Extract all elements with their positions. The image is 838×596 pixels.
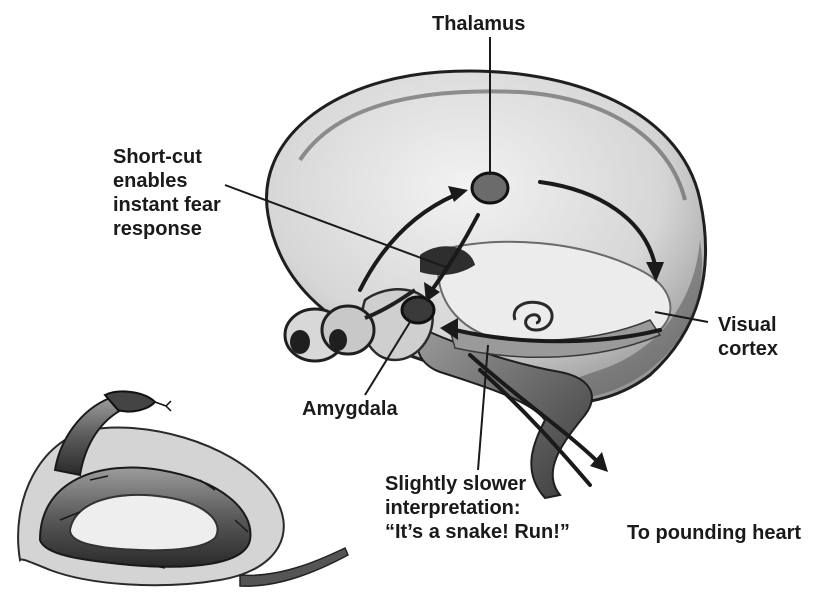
label-slower-line-2: interpretation: [385,496,570,520]
label-slower-line-3: “It’s a snake! Run!” [385,520,570,544]
label-short-cut-line-4: response [113,217,221,241]
label-short-cut-line-1: Short-cut [113,145,221,169]
thalamus-node [472,173,508,203]
label-thalamus: Thalamus [432,12,525,36]
label-pounding-heart: To pounding heart [627,521,801,545]
label-short-cut-line-2: enables [113,169,221,193]
label-visual-cortex-line-2: cortex [718,337,778,361]
label-amygdala: Amygdala [302,397,398,421]
label-short-cut: Short-cut enables instant fear response [113,145,221,241]
label-visual-cortex-line-1: Visual [718,313,778,337]
brain [267,71,706,498]
snake-illustration [18,391,348,586]
amygdala-node [402,297,434,323]
label-visual-cortex: Visual cortex [718,313,778,361]
label-slower-interpretation: Slightly slower interpretation: “It’s a … [385,472,570,544]
label-short-cut-line-3: instant fear [113,193,221,217]
label-slower-line-1: Slightly slower [385,472,570,496]
